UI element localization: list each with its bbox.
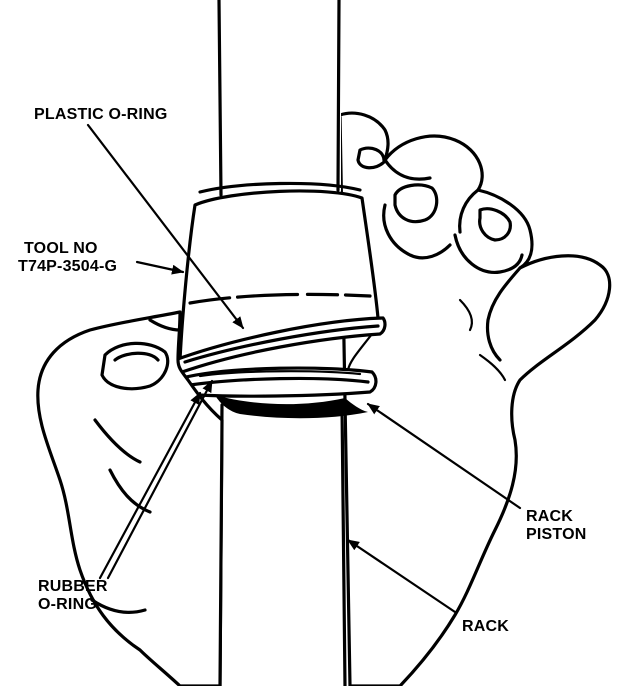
- leader-rubber-oring-1: [98, 391, 202, 580]
- leader-plastic-oring: [86, 123, 245, 330]
- label-rack-piston-line1: RACK: [526, 508, 574, 525]
- label-rack-piston-line2: PISTON: [526, 526, 587, 543]
- rack-piston: [215, 395, 368, 419]
- label-rubber-oring-line1: RUBBER: [38, 578, 108, 595]
- label-plastic-oring: PLASTIC O-RING: [34, 106, 168, 123]
- right-hand: [338, 111, 612, 686]
- leader-lines: [86, 123, 522, 614]
- label-rubber-oring-line2: O-RING: [38, 596, 97, 613]
- leader-rack-piston: [366, 402, 522, 510]
- label-rack: RACK: [462, 618, 510, 635]
- label-tool-number-line2: T74P-3504-G: [18, 258, 118, 275]
- leader-rubber-oring-2: [106, 379, 214, 580]
- left-hand: [36, 310, 224, 686]
- rubber-oring: [177, 366, 378, 398]
- label-tool-number-line1: TOOL NO: [24, 240, 98, 257]
- leader-rack: [346, 538, 457, 614]
- leader-tool: [135, 260, 185, 275]
